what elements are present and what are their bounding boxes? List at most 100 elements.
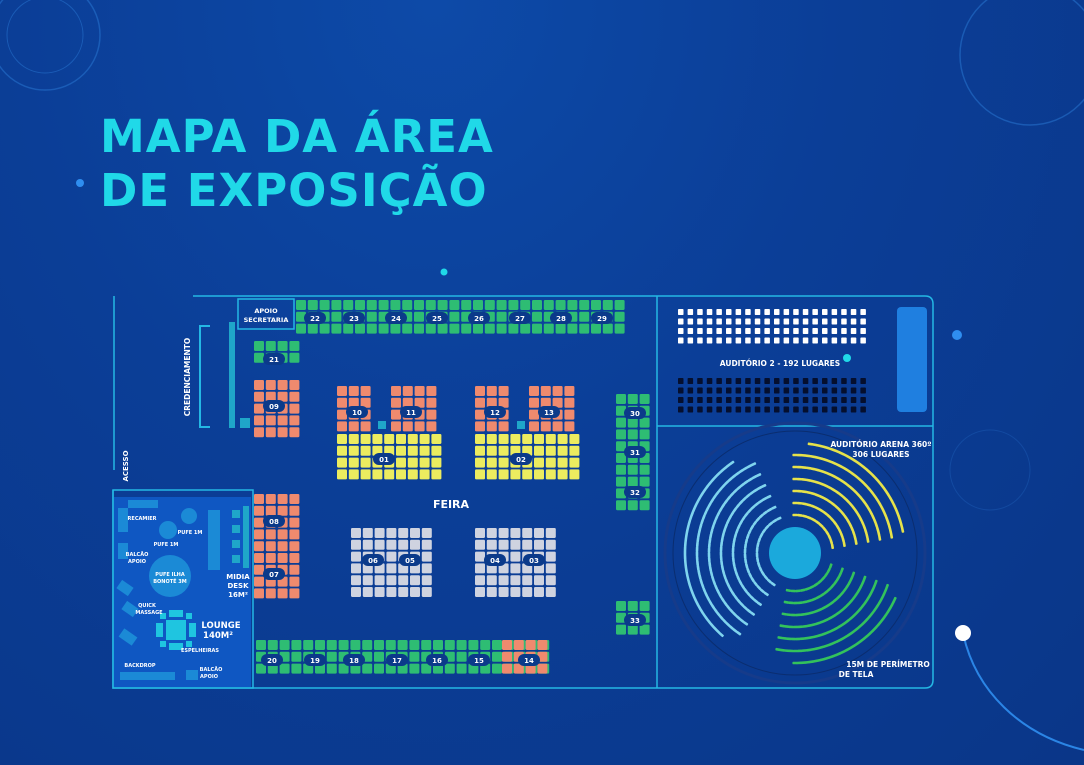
booth-cell [552,386,563,396]
auditorio2-seat [687,318,694,325]
booth-22[interactable]: 22 [304,312,326,324]
booth-26[interactable]: 26 [468,312,490,324]
booth-09[interactable]: 09 [263,400,285,412]
arena-seat [790,613,796,617]
booth-21[interactable]: 21 [263,353,285,365]
booth-19[interactable]: 19 [304,654,326,666]
booth-27[interactable]: 27 [509,312,531,324]
booth-cell [254,505,264,516]
backdrop-icon [120,672,175,680]
booth-16[interactable]: 16 [426,654,448,666]
arena-seat [742,605,748,611]
booth-03[interactable]: 03 [523,554,545,566]
booth-33[interactable]: 33 [624,614,646,626]
booth-18[interactable]: 18 [343,654,365,666]
arena-seat [833,626,839,631]
booth-cell [498,445,509,456]
booth-cell [475,575,485,586]
arena-seat [821,632,827,636]
booth-20[interactable]: 20 [261,654,283,666]
arena-seat [788,649,794,653]
arena-seat [744,512,749,518]
arena-seat [796,453,803,457]
arena-seat [783,600,789,604]
booth-cell [498,575,509,586]
booth-29[interactable]: 29 [591,312,613,324]
arena-seat [824,571,829,578]
auditorio2-seat [706,387,713,394]
booth-04[interactable]: 04 [484,554,506,566]
booth-cell [510,528,521,538]
auditorio2-seat [735,406,742,413]
arena-seat [817,607,823,612]
booth-cell [391,409,401,420]
arena-seat [874,496,880,502]
arena-seat [756,601,762,607]
booth-cell [374,640,384,650]
booth-15[interactable]: 15 [468,654,490,666]
arena-seat [756,542,760,548]
booth-28[interactable]: 28 [550,312,572,324]
arena-seat [829,600,835,606]
booth-17[interactable]: 17 [386,654,408,666]
booth-cell [639,429,650,440]
booth-06[interactable]: 06 [362,554,384,566]
arena-seat [719,550,723,557]
booth-25[interactable]: 25 [426,312,448,324]
arena-seat [866,486,872,492]
booth-cell [386,575,397,586]
auditorio2-seat [802,387,809,394]
booth-cell [498,421,509,432]
booth-number-badge [624,446,646,458]
arena-seat [702,488,707,494]
booth-number-badge [426,312,448,324]
booth-08[interactable]: 08 [263,515,285,527]
booth-cell [402,300,413,310]
feira-label: FEIRA [433,498,470,511]
booth-32[interactable]: 32 [624,486,646,498]
booth-05[interactable]: 05 [399,554,421,566]
booth-cell [279,640,290,650]
booth-cell [498,587,509,597]
arena-seat [858,516,863,522]
booth-cell [355,300,365,310]
arena-seat [845,583,850,590]
booth-23[interactable]: 23 [343,312,365,324]
arena-seat [724,480,730,486]
booth-14[interactable]: 14 [518,654,540,666]
decor-dot-icon [955,625,971,641]
booth-10[interactable]: 10 [346,406,368,418]
booth-cell [289,352,300,363]
credenciamento-counter-end [240,418,250,428]
booth-30[interactable]: 30 [624,407,646,419]
booth-cell [579,311,590,322]
booth-cell [256,640,266,650]
booth-02[interactable]: 02 [510,453,532,465]
auditorio2-seat [860,378,866,384]
booth-12[interactable]: 12 [484,406,506,418]
booth-11[interactable]: 11 [400,406,422,418]
arena-seat [860,620,866,626]
arena-seat [753,598,759,604]
arena-seat [756,485,763,491]
booth-07[interactable]: 07 [263,568,285,580]
booth-cell [569,445,580,456]
balcao-label: BALCÃO [200,666,223,673]
booth-31[interactable]: 31 [624,446,646,458]
booth-24[interactable]: 24 [385,312,407,324]
booth-number-badge [346,406,368,418]
booth-13[interactable]: 13 [538,406,560,418]
booth-cell [289,505,300,516]
booth-cell [502,640,512,650]
booth-number-badge [263,400,285,412]
booth-number: 18 [349,657,359,665]
arena-seat [872,583,877,590]
booth-cell [486,457,497,468]
auditorio2-seat [850,328,857,334]
arena-seat [849,575,854,582]
arena-seat [795,637,801,641]
arena-seat [872,518,877,524]
arena-seat [835,611,841,616]
booth-01[interactable]: 01 [373,453,395,465]
arena-seat [840,511,846,517]
